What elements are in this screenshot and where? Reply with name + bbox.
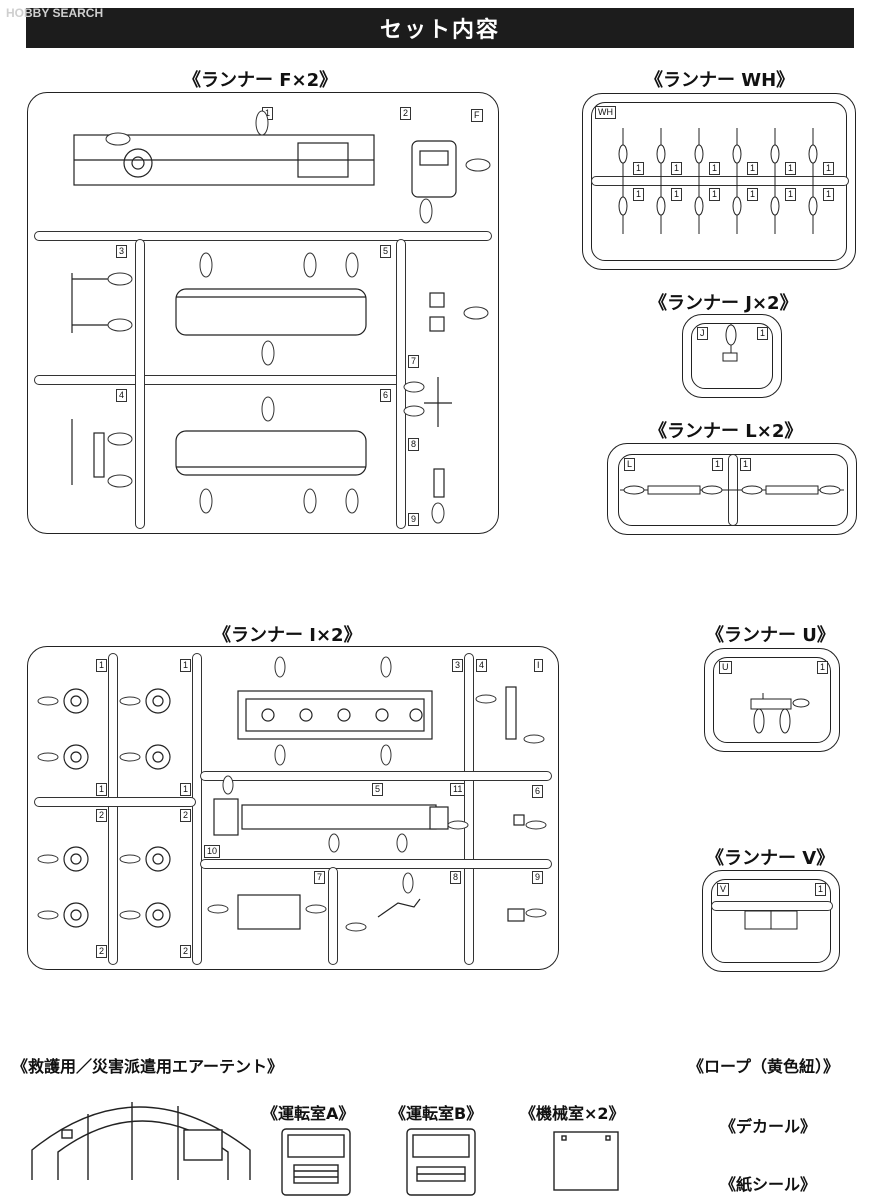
runner-wh-parts-drawing: [618, 128, 818, 234]
runner-f-parts-drawing: [71, 110, 491, 524]
part-number-tag: 1: [823, 188, 835, 201]
runner-j-title: 《ランナー J×2》: [649, 293, 798, 314]
runner-letter-tag: WH: [595, 106, 616, 119]
part-number-tag: 11: [450, 783, 466, 796]
part-number-tag: 1: [823, 162, 835, 175]
part-number-tag: 1: [633, 162, 645, 175]
part-number-tag: 5: [380, 245, 392, 258]
runner-v-title: 《ランナー V》: [706, 848, 835, 869]
runner-i-frame: 1 1 3 4 1 1 5 11 6 2 2 10 7 8 9 2 2 I: [27, 646, 559, 970]
decal-label: 《デカール》: [720, 1117, 817, 1136]
part-number-tag: 2: [180, 945, 192, 958]
part-number-tag: 1: [712, 458, 724, 471]
air-tent-drawing: [31, 1102, 251, 1180]
runner-letter-tag: J: [697, 327, 708, 340]
cab-b-label: 《運転室B》: [390, 1104, 483, 1123]
part-number-tag: 1: [815, 883, 827, 896]
part-number-tag: 1: [740, 458, 752, 471]
cab-a-drawing: [281, 1128, 351, 1196]
watermark-logo: HOBBY SEARCH: [6, 6, 104, 20]
sprue-bar: [108, 653, 118, 965]
part-number-tag: 1: [747, 162, 759, 175]
runner-u-title: 《ランナー U》: [706, 625, 835, 646]
part-number-tag: 1: [180, 783, 192, 796]
part-number-tag: 1: [747, 188, 759, 201]
part-number-tag: 2: [400, 107, 412, 120]
sprue-bar: [135, 239, 145, 529]
part-number-tag: 8: [408, 438, 420, 451]
sprue-bar: [328, 867, 338, 965]
runner-letter-tag: L: [624, 458, 636, 471]
part-number-tag: 1: [709, 162, 721, 175]
sprue-bar: [591, 176, 849, 186]
runner-f-frame: 1 2 F 3 4 5 6 7 8 9: [27, 92, 499, 534]
part-number-tag: 1: [785, 162, 797, 175]
runner-i-parts-drawing: [37, 656, 547, 932]
page-title: セット内容: [379, 18, 500, 43]
cab-b-drawing: [406, 1128, 476, 1196]
cab-a-label: 《運転室A》: [262, 1104, 355, 1123]
runner-letter-tag: U: [719, 661, 732, 674]
rope-label: 《ロープ（黄色紐）》: [688, 1057, 840, 1076]
page-header: セット内容: [26, 8, 854, 48]
part-number-tag: 5: [372, 783, 384, 796]
part-number-tag: 1: [96, 783, 108, 796]
paper-sticker-label: 《紙シール》: [720, 1175, 817, 1194]
runner-u-frame: U 1: [704, 648, 840, 752]
runner-letter-tag: I: [534, 659, 543, 672]
part-number-tag: 1: [709, 188, 721, 201]
part-number-tag: 1: [671, 188, 683, 201]
part-number-tag: 4: [476, 659, 488, 672]
part-number-tag: 1: [96, 659, 108, 672]
runner-l-parts-drawing: [620, 485, 844, 495]
part-number-tag: 9: [408, 513, 420, 526]
sprue-bar: [464, 653, 474, 965]
part-number-tag: 3: [452, 659, 464, 672]
sprue-bar: [192, 653, 202, 965]
runner-u-parts-drawing: [750, 693, 810, 734]
sprue-bar: [34, 797, 196, 807]
part-number-tag: 9: [532, 871, 544, 884]
runner-i-title: 《ランナー I×2》: [213, 625, 362, 646]
part-number-tag: 1: [633, 188, 645, 201]
sprue-bar: [34, 231, 492, 241]
part-number-tag: 8: [450, 871, 462, 884]
runner-wh-title: 《ランナー WH》: [645, 70, 795, 91]
machine-room-label: 《機械室×2》: [520, 1104, 625, 1123]
part-number-tag: 1: [757, 327, 769, 340]
part-number-tag: 4: [116, 389, 128, 402]
tent-label: 《救護用／災害派遣用エアーテント》: [12, 1057, 284, 1076]
part-number-tag: 2: [96, 809, 108, 822]
part-number-tag: 1: [671, 162, 683, 175]
runner-l-title: 《ランナー L×2》: [649, 421, 803, 442]
runner-j-parts-drawing: [722, 323, 738, 362]
part-number-tag: 6: [532, 785, 544, 798]
runner-j-frame: J 1: [682, 314, 782, 398]
runner-l-frame: L 1 1: [607, 443, 857, 535]
runner-letter-tag: F: [471, 109, 483, 122]
part-number-tag: 6: [380, 389, 392, 402]
part-number-tag: 7: [408, 355, 420, 368]
runner-f-title: 《ランナー F×2》: [183, 70, 338, 91]
runner-v-frame: V 1: [702, 870, 840, 972]
machine-room-drawing: [553, 1131, 619, 1191]
part-number-tag: 3: [116, 245, 128, 258]
runner-wh-frame: WH 1 1 1 1 1 1 1 1 1 1 1 1: [582, 93, 856, 270]
part-number-tag: 10: [204, 845, 221, 858]
part-number-tag: 1: [180, 659, 192, 672]
runner-letter-tag: V: [717, 883, 730, 896]
part-number-tag: 7: [314, 871, 326, 884]
part-number-tag: 2: [180, 809, 192, 822]
part-number-tag: 2: [96, 945, 108, 958]
sprue-bar: [200, 859, 552, 869]
part-number-tag: 1: [785, 188, 797, 201]
runner-v-parts-drawing: [744, 910, 798, 930]
part-number-tag: 1: [817, 661, 829, 674]
sprue-bar: [200, 771, 552, 781]
